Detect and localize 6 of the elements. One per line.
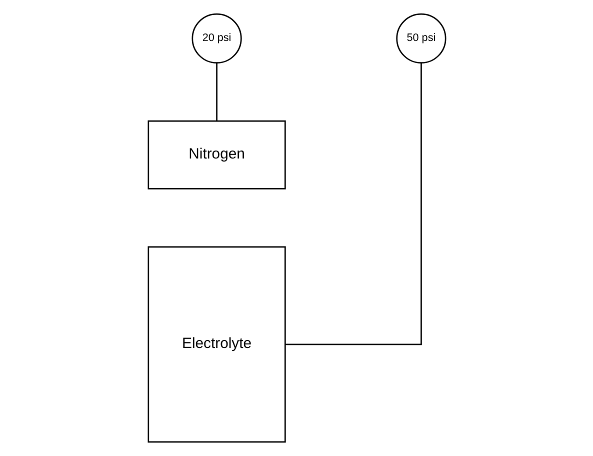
- connector: [284, 62, 422, 346]
- node-circle: 20 psi: [191, 13, 242, 64]
- connector: [216, 63, 217, 121]
- node-box: Electrolyte: [147, 246, 286, 443]
- node-box: Nitrogen: [147, 120, 286, 190]
- node-circle: 50 psi: [396, 13, 446, 64]
